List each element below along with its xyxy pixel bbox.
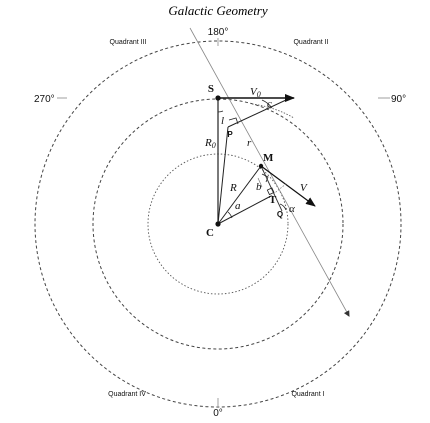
- quadrant-i-label: Quadrant I: [291, 391, 324, 398]
- c-angle-label: c: [267, 98, 272, 110]
- quadrant-iii-label: Quadrant III: [110, 39, 147, 46]
- v0-arc: [251, 103, 295, 119]
- q-label: Q: [277, 210, 283, 219]
- right-angle-p: [228, 117, 239, 125]
- m-label: M: [263, 152, 274, 164]
- segment-ct: [217, 195, 272, 225]
- longitude-0: 0°: [213, 408, 223, 419]
- l-angle-label: l: [221, 115, 224, 127]
- angle-a-arc: [227, 211, 233, 219]
- outer-circle: [34, 40, 402, 408]
- r0-label: R0: [204, 137, 216, 150]
- v0-label: V0: [250, 86, 261, 99]
- right-angle-m: [261, 173, 269, 183]
- alpha-angle-label: α: [289, 203, 295, 215]
- angle-c-arc: [261, 99, 273, 109]
- r-label: r: [247, 137, 252, 149]
- construction-b: [257, 177, 263, 188]
- quadrant-ii-label: Quadrant II: [293, 39, 328, 46]
- angle-alpha-arc: [279, 203, 287, 211]
- diagram-title: Galactic Geometry: [168, 3, 268, 18]
- center-point: [215, 221, 221, 227]
- b-angle-label: b: [256, 181, 262, 193]
- t-label: T: [269, 194, 277, 206]
- longitude-180: 180°: [208, 27, 229, 38]
- v-arrow: [260, 165, 316, 207]
- sun-label: S: [208, 83, 214, 95]
- segment-cm: [217, 165, 262, 225]
- quadrant-iv-label: Quadrant IV: [108, 391, 146, 398]
- sun-point: [215, 95, 221, 101]
- longitude-270: 270°: [34, 94, 55, 105]
- angle-l-arc: [217, 110, 224, 113]
- p-label: P: [227, 130, 233, 139]
- construction-t: [270, 182, 288, 197]
- center-label: C: [206, 227, 214, 239]
- segment-cp: [217, 126, 229, 225]
- a-angle-label: a: [235, 200, 241, 212]
- longitude-90: 90°: [391, 94, 406, 105]
- V-label: V: [300, 182, 308, 194]
- m-point: [258, 163, 264, 169]
- R-label: R: [229, 182, 237, 194]
- right-angle-t: [266, 187, 275, 196]
